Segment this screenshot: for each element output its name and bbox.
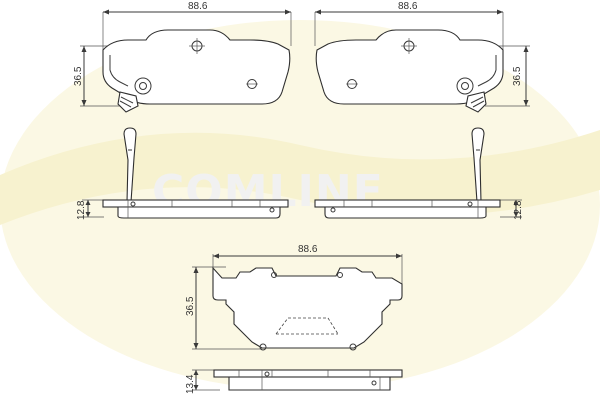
mid-right-profile-view: 12.8 bbox=[314, 127, 524, 220]
mid-right-spring-clip bbox=[471, 127, 485, 203]
mid-left-profile-view: 12.8 bbox=[76, 127, 289, 220]
top-left-height-label: 36.5 bbox=[73, 66, 84, 86]
bottom-width-label: 88.6 bbox=[298, 244, 318, 255]
bottom-thickness-label: 13.4 bbox=[185, 374, 196, 394]
top-right-wear-clip bbox=[456, 77, 487, 113]
bottom-pad-outline bbox=[212, 266, 403, 349]
top-left-wear-clip bbox=[117, 77, 152, 113]
bottom-dashed-shim bbox=[275, 317, 339, 335]
top-left-width-label: 88.6 bbox=[188, 1, 208, 12]
top-right-height-label: 36.5 bbox=[512, 66, 523, 86]
mid-right-thickness-label: 12.8 bbox=[513, 200, 524, 220]
mid-left-spring-clip bbox=[123, 127, 137, 203]
bottom-profile-view: 13.4 bbox=[185, 369, 403, 394]
top-right-pad-view: 88.6 36.5 bbox=[314, 1, 530, 113]
mid-left-thickness-label: 12.8 bbox=[76, 200, 87, 220]
watermark-swoosh bbox=[0, 20, 600, 390]
top-right-width-label: 88.6 bbox=[398, 1, 418, 12]
bottom-pad-view: 88.6 36.5 bbox=[185, 244, 403, 351]
top-left-pad-view: 88.6 36.5 bbox=[73, 1, 292, 113]
bottom-height-label: 36.5 bbox=[185, 296, 196, 316]
